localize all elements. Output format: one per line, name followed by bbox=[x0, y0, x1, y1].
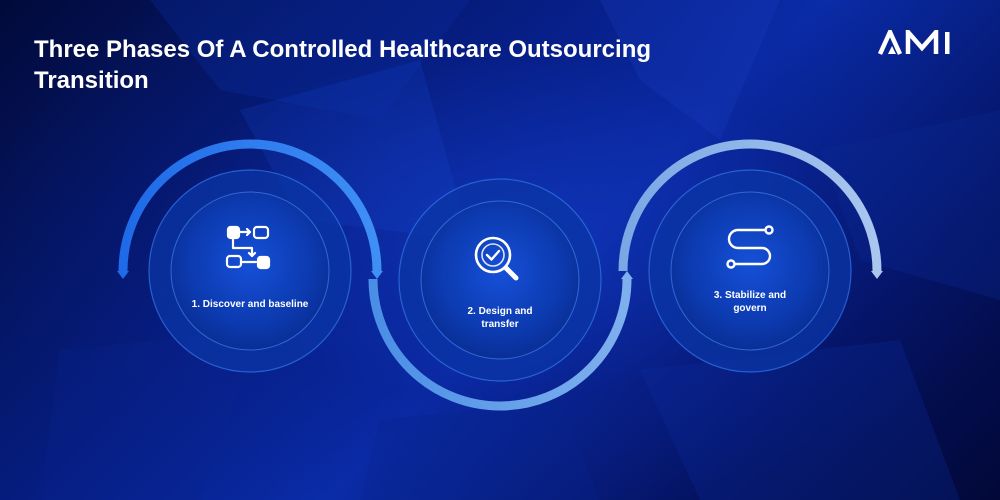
path-icon bbox=[726, 225, 774, 269]
phase-2-label: 2. Design and transfer bbox=[467, 306, 533, 330]
phase-3-circle bbox=[648, 169, 852, 373]
phase-3-label: 3. Stabilize and govern bbox=[713, 290, 787, 314]
phase-1-label: 1. Discover and baseline bbox=[191, 299, 309, 310]
arc-phase-1-end-tip bbox=[371, 271, 383, 279]
arc-phase-1 bbox=[118, 139, 382, 272]
arc-phase-2-end-tip bbox=[621, 271, 633, 279]
phase-1-circle bbox=[148, 169, 352, 373]
workflow-icon bbox=[225, 225, 271, 270]
arc-phase-1-start-tip bbox=[117, 271, 129, 279]
arc-phase-3-end-tip bbox=[871, 271, 883, 279]
arc-phase-2 bbox=[368, 278, 632, 411]
magnifier-check-icon bbox=[474, 236, 519, 281]
page-title: Three Phases Of A Controlled Healthcare … bbox=[34, 36, 652, 94]
ami-logo bbox=[878, 30, 950, 55]
arc-phase-3 bbox=[618, 139, 882, 272]
phase-2-circle bbox=[398, 178, 602, 382]
